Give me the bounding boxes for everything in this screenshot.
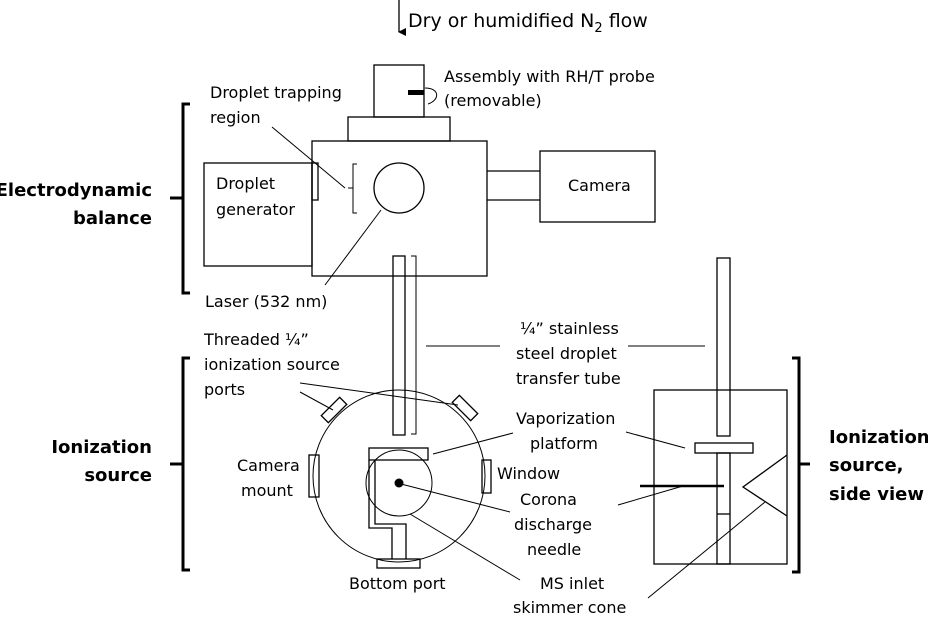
- ports-label: Threaded ¼”: [203, 330, 309, 349]
- side-transfer-tube: [716, 257, 731, 437]
- side-view-label-2: source,: [829, 455, 904, 476]
- camera-label: Camera: [568, 176, 631, 195]
- ports-label-2: ionization source: [204, 355, 340, 374]
- rh-probe: [408, 90, 424, 95]
- window-label: Window: [497, 464, 560, 483]
- side-view-label: Ionization: [829, 427, 928, 448]
- vaporization-label: Vaporization: [516, 409, 615, 428]
- ion-label: Ionization: [51, 437, 152, 458]
- tube-label: ¼” stainless: [520, 319, 619, 338]
- trapping-label: Droplet trapping: [210, 83, 342, 102]
- port-left: [320, 396, 348, 424]
- ms-inlet-label-2: skimmer cone: [513, 598, 626, 617]
- trapping-bracket: [348, 163, 357, 214]
- ion-source-side-view: [617, 257, 788, 599]
- ion-source-top-view: [299, 382, 521, 581]
- edb-bracket: [170, 102, 190, 295]
- corona-label-3: needle: [527, 540, 581, 559]
- camera-mount-label: Camera: [237, 456, 300, 475]
- droplet-generator-box: [203, 162, 313, 267]
- ms-inlet-label: MS inlet: [540, 574, 604, 593]
- camera-mount: [308, 454, 320, 498]
- flow-label: Dry or humidified N2 flow: [408, 10, 648, 36]
- laser-label: Laser (532 nm): [205, 292, 327, 311]
- corona-needle-tip: [394, 478, 404, 488]
- bottom-port: [376, 558, 421, 569]
- corona-label-2: discharge: [514, 515, 592, 534]
- side-view-label-3: side view: [829, 484, 924, 505]
- generator-label: Droplet: [216, 174, 275, 193]
- ion-bracket: [170, 356, 190, 572]
- window: [481, 459, 492, 494]
- edb-label-2: balance: [73, 208, 152, 229]
- bottom-port-label: Bottom port: [349, 574, 446, 593]
- trapping-label-2: region: [210, 108, 261, 127]
- camera-box: [539, 150, 656, 223]
- ion-label-2: source: [84, 465, 152, 486]
- generator-label-2: generator: [216, 200, 295, 219]
- tube-label-3: transfer tube: [516, 369, 621, 388]
- electrodynamic-balance: [203, 64, 656, 286]
- side-view-bracket: [792, 356, 810, 574]
- edb-label: Electrodynamic: [0, 180, 152, 201]
- vaporization-label-2: platform: [530, 434, 598, 453]
- ports-label-3: ports: [204, 380, 245, 399]
- port-right: [451, 394, 479, 422]
- trapping-region: [373, 162, 425, 214]
- camera-mount-label-2: mount: [241, 481, 293, 500]
- vaporization-platform: [368, 447, 429, 461]
- transfer-tube: [392, 255, 406, 436]
- corona-label: Corona: [520, 490, 577, 509]
- assembly-label: Assembly with RH/T probe: [444, 67, 655, 86]
- assembly-label-2: (removable): [444, 91, 542, 110]
- tube-label-2: steel droplet: [516, 344, 617, 363]
- skimmer-cone: [741, 454, 788, 517]
- side-platform: [694, 442, 754, 454]
